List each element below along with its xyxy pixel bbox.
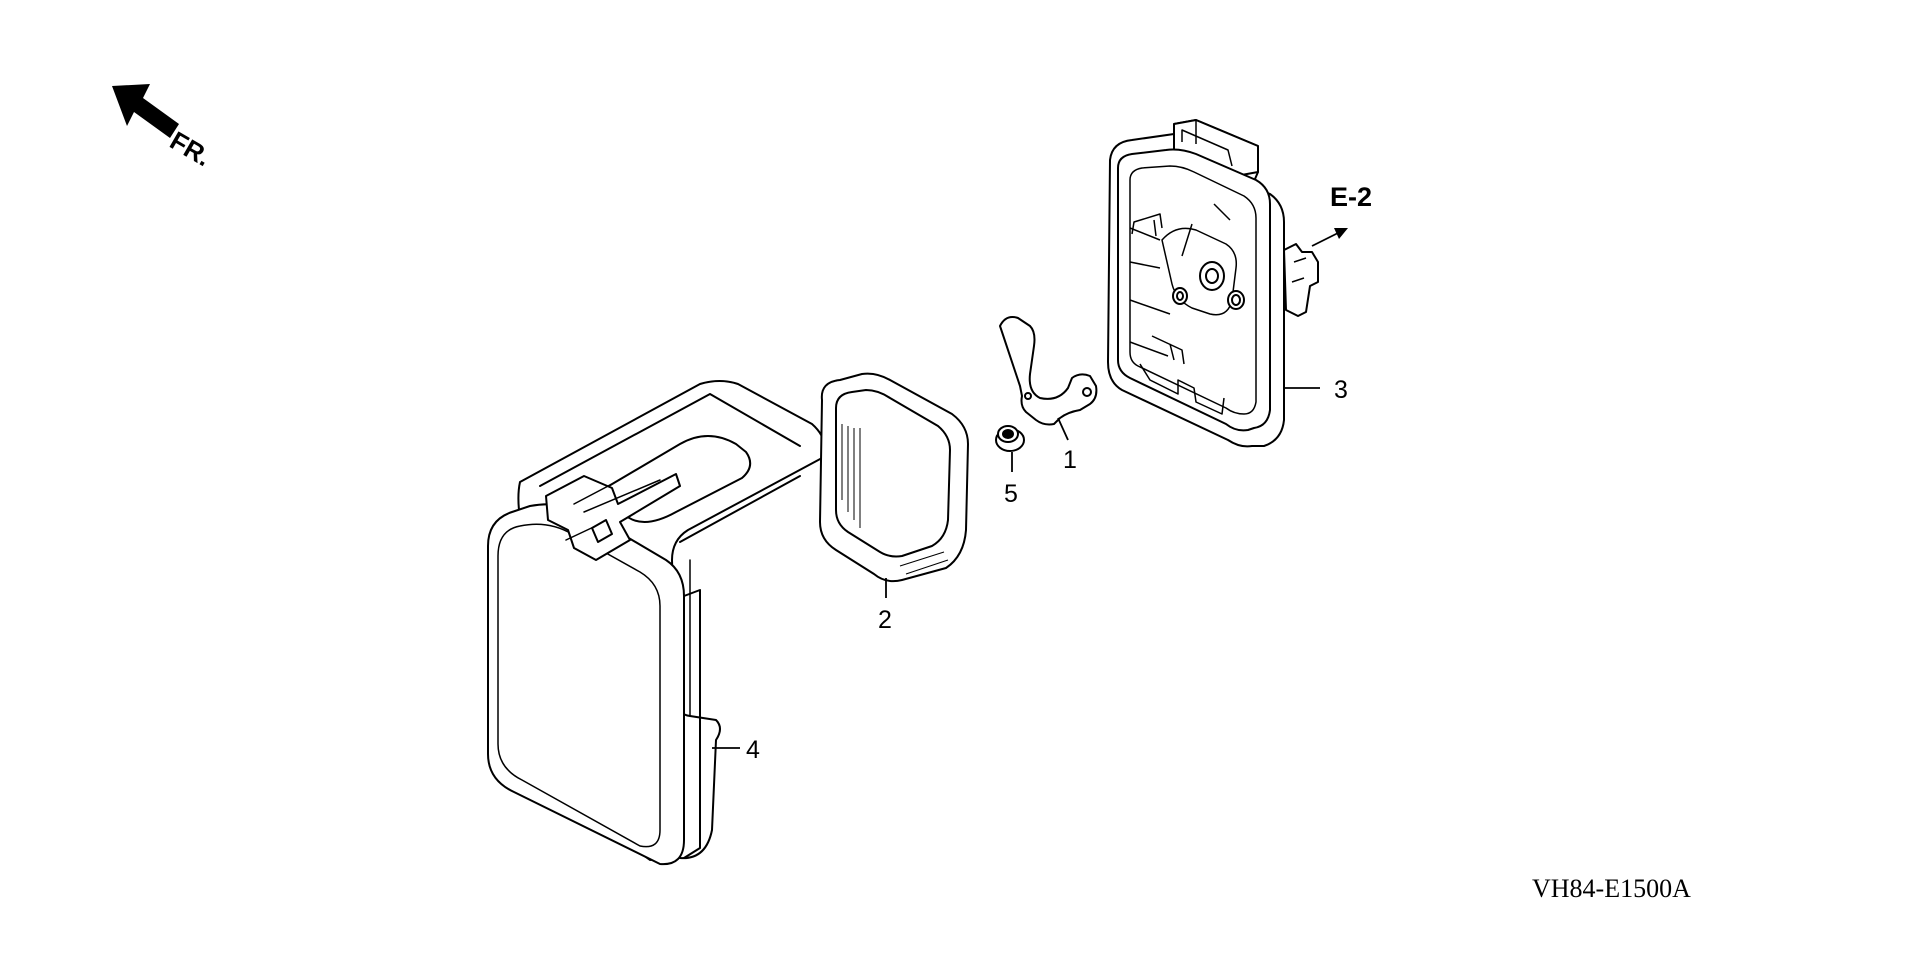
- reference-arrow-icon: [1334, 228, 1348, 239]
- reference-arrow-shaft: [1311, 231, 1341, 247]
- callout-5: 5: [1004, 480, 1018, 508]
- front-direction-arrow-icon: [112, 84, 179, 138]
- callout-4: 4: [746, 736, 760, 764]
- filter-element-part: [820, 374, 968, 582]
- drawing-code: VH84-E1500A: [1532, 874, 1691, 903]
- callout-3: 3: [1334, 376, 1348, 404]
- air-cleaner-case-part: [1108, 120, 1318, 446]
- reference-label: E-2: [1330, 182, 1372, 212]
- air-cleaner-cover-part: [488, 381, 824, 864]
- flange-nut-part: [996, 426, 1024, 451]
- leader-line-1: [1057, 417, 1069, 441]
- front-direction-indicator: FR.: [112, 84, 216, 172]
- callout-1: 1: [1063, 446, 1077, 474]
- leader-lines: [712, 231, 1341, 749]
- callout-2: 2: [878, 606, 892, 634]
- callout-labels: 1 2 3 4 5: [746, 376, 1348, 764]
- plate-part: [1000, 317, 1096, 425]
